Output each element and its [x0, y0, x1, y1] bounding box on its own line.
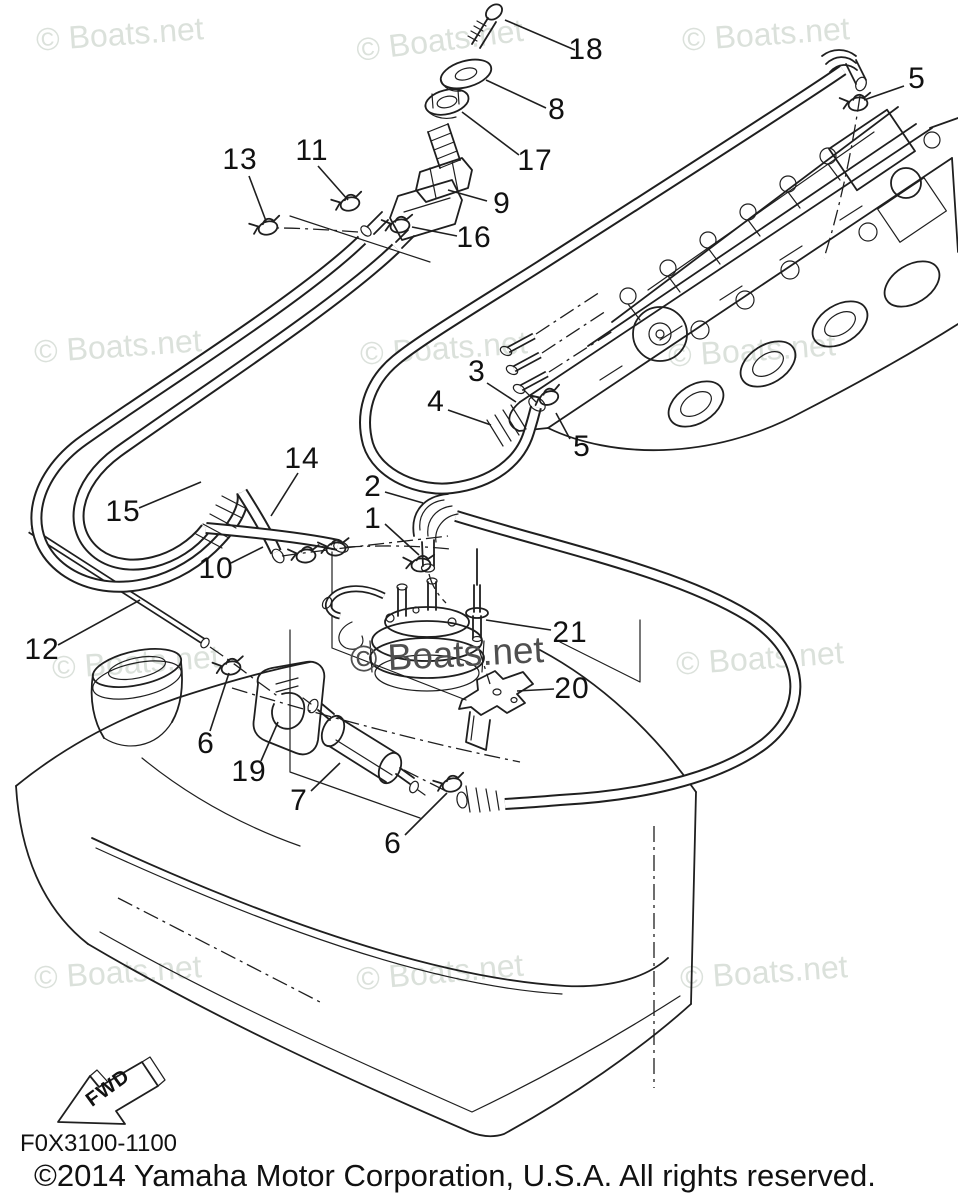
leader-line-8	[485, 79, 547, 109]
leader-line-18	[504, 19, 576, 51]
leader-line-19	[260, 721, 279, 762]
leader-line-15	[138, 481, 202, 509]
fuel-filter	[302, 697, 426, 796]
leader-line-17	[461, 111, 520, 156]
leader-line-2	[384, 491, 424, 504]
fuel-tank	[15, 551, 697, 1138]
hose-runs	[30, 49, 867, 813]
leader-line-5	[555, 412, 571, 440]
elbow-fitting	[412, 493, 459, 604]
leader-line-4	[447, 409, 492, 426]
engine-assembly	[499, 106, 958, 452]
leader-line-20	[516, 688, 555, 692]
callout-leader-lines	[57, 19, 905, 836]
leader-line-21	[485, 619, 552, 631]
holder-clip	[252, 660, 326, 756]
leader-line-9	[447, 189, 488, 202]
leader-line-6	[209, 672, 230, 732]
leader-line-10	[230, 546, 264, 564]
leader-line-3	[486, 382, 517, 403]
leader-line-13	[248, 175, 267, 222]
fuel-pump	[321, 577, 485, 692]
diagram-part-code: F0X3100-1100	[20, 1130, 178, 1157]
leader-line-7	[310, 762, 341, 792]
leader-line-1	[384, 523, 420, 556]
leader-line-5	[863, 85, 905, 101]
leader-line-6	[404, 792, 448, 836]
leader-line-12	[57, 599, 141, 646]
pin-and-bracket	[458, 548, 534, 751]
leader-line-16	[411, 226, 458, 237]
leader-line-11	[317, 165, 349, 201]
fwd-arrow-icon	[57, 1056, 166, 1125]
leader-line-14	[270, 472, 299, 517]
copyright-text: ©2014 Yamaha Motor Corporation, U.S.A. A…	[34, 1158, 876, 1193]
